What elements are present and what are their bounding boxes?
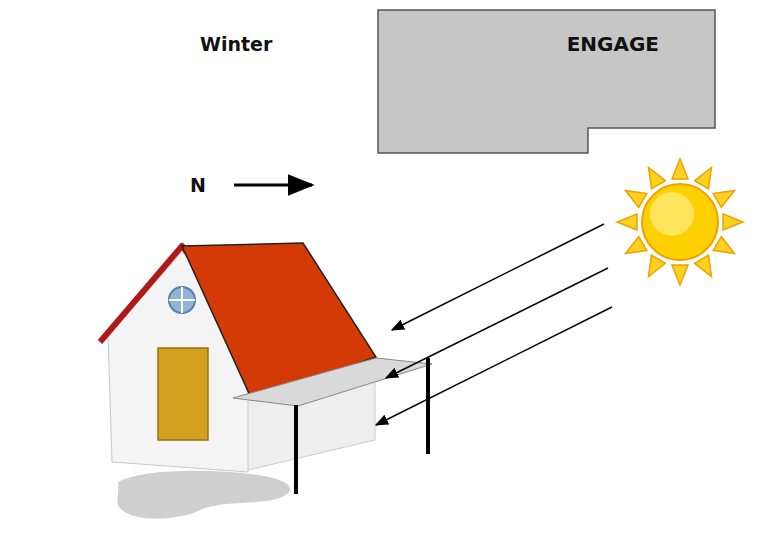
sun-ray-arrow [376, 307, 612, 425]
round-window [169, 287, 195, 313]
sun-ray-arrow [392, 224, 604, 330]
box-fill [378, 10, 715, 153]
house-shadow [117, 471, 290, 519]
north-arrow [234, 184, 312, 187]
season-label: Winter [200, 33, 272, 55]
door [158, 348, 208, 440]
porch-post [426, 358, 430, 454]
porch-post [294, 405, 298, 494]
engage-box: ENGAGE [378, 10, 715, 153]
compass-label: N [190, 174, 206, 196]
box-outline [378, 10, 715, 153]
sun [617, 159, 743, 285]
sun-ray-arrow [386, 268, 608, 378]
porch-awning [233, 358, 432, 406]
box-heading: ENGAGE [567, 10, 715, 56]
window-bar [181, 287, 183, 313]
